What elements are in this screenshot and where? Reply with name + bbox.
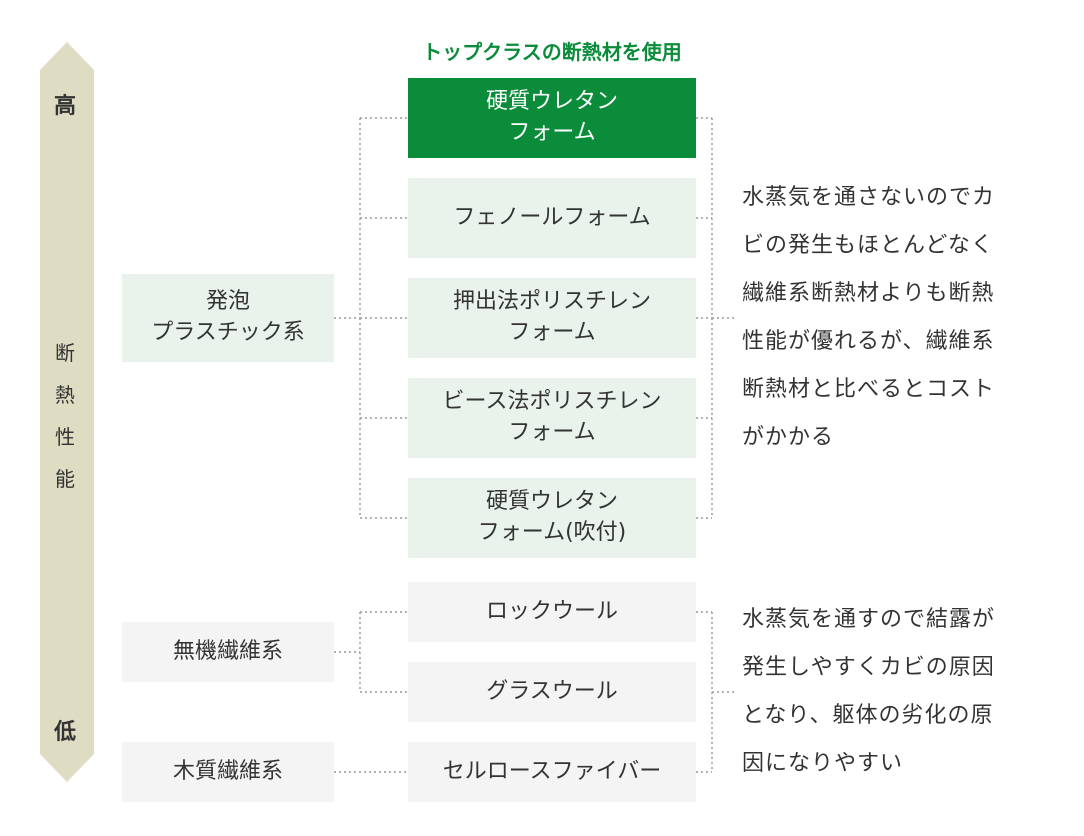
fiber-description: 水蒸気を通すので結露が 発生しやすくカビの原因 となり、躯体の劣化の原 因になり…	[742, 596, 1042, 788]
foam-note-line-4: 性能が優れるが、繊維系	[742, 329, 995, 354]
fiber-note-line-4: 因になりやすい	[742, 751, 904, 776]
axis-char-3: 性	[55, 425, 75, 449]
axis-performance-label: 断 熱 性 能	[38, 332, 92, 500]
fiber-note-line-2: 発生しやすくカビの原因	[742, 655, 995, 680]
material-rockwool: ロックウール	[408, 582, 696, 642]
fiber-note-line-3: となり、躯体の劣化の原	[742, 703, 994, 728]
foam-note-line-3: 繊維系断熱材よりも断熱	[742, 281, 995, 306]
foam-note-line-1: 水蒸気を通さないのでカ	[742, 185, 996, 210]
material-phenol-foam: フェノールフォーム	[408, 178, 696, 258]
foam-note-line-5: 断熱材と比べるとコスト	[742, 377, 996, 402]
material-glasswool: グラスウール	[408, 662, 696, 722]
material-eps-foam: ビース法ポリスチレン フォーム	[408, 378, 696, 458]
axis-low-label: 低	[53, 720, 76, 745]
axis-band	[40, 42, 94, 782]
top-class-heading: トップクラスの断熱材を使用	[422, 40, 682, 64]
axis-high-label: 高	[53, 94, 76, 119]
category-wood-fiber: 木質繊維系	[122, 742, 334, 802]
axis-char-1: 断	[55, 341, 75, 365]
material-rigid-urethane-foam: 硬質ウレタン フォーム	[408, 78, 696, 158]
foam-note-line-2: ビの発生もほとんどなく	[742, 233, 994, 258]
foam-description: 水蒸気を通さないのでカ ビの発生もほとんどなく 繊維系断熱材よりも断熱 性能が優…	[742, 174, 1042, 462]
material-xps-foam: 押出法ポリスチレン フォーム	[408, 278, 696, 358]
performance-axis-arrow	[40, 42, 94, 782]
material-cellulose-fiber: セルロースファイバー	[408, 742, 696, 802]
axis-char-2: 熱	[55, 383, 75, 407]
foam-note-line-6: がかかる	[742, 425, 835, 450]
fiber-note-line-1: 水蒸気を通すので結露が	[742, 607, 996, 632]
category-foam-plastic: 発泡 プラスチック系	[122, 274, 334, 362]
category-inorganic-fiber: 無機繊維系	[122, 622, 334, 682]
material-spray-urethane-foam: 硬質ウレタン フォーム(吹付)	[408, 478, 696, 558]
axis-char-4: 能	[55, 467, 75, 491]
